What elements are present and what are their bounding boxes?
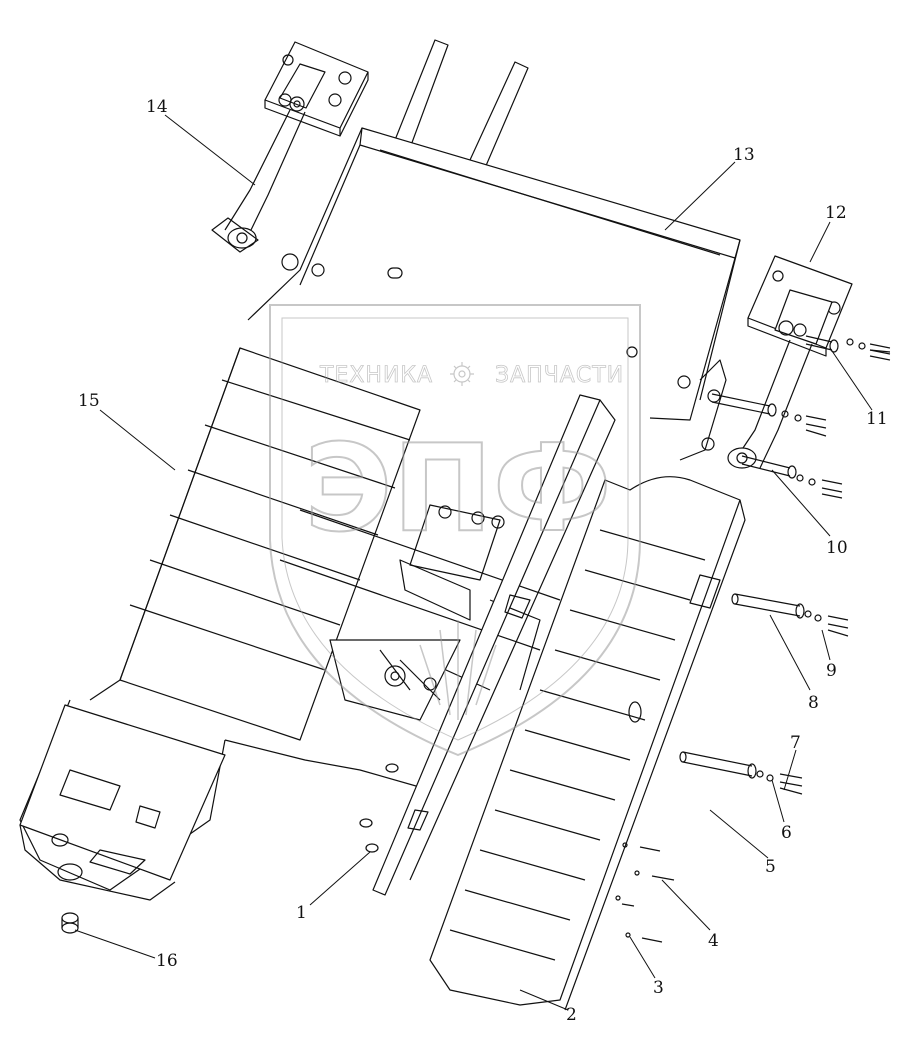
watermark-logo-text: ЭПФ [304,420,612,559]
watermark: ТЕХНИКА ЗАПЧАСТИ ЭПФ [269,304,641,757]
pin-5-part [679,751,803,795]
bushing-16-part [61,912,79,934]
gear-icon [450,362,474,386]
wheat-emblem-icon [419,620,497,720]
right-hinge-bracket-part [679,255,853,469]
callout-7: 7 [790,733,801,753]
left-crawler-track-part [19,347,421,891]
callout-14: 14 [146,97,168,117]
right-side-beam-part [372,394,616,896]
callout-5: 5 [765,857,776,877]
bolts-10-11-part [781,338,891,499]
leader-lines [74,114,873,1011]
front-dozer-plate-part [19,704,226,901]
watermark-text-right: ЗАПЧАСТИ [495,363,624,388]
right-crawler-track-part [429,476,746,1011]
callout-12: 12 [825,203,847,223]
bolts-3-4-part [615,842,675,943]
callout-8: 8 [808,693,819,713]
callout-13: 13 [733,145,755,165]
callout-3: 3 [653,978,664,998]
nuts-1-part [359,763,399,853]
rear-blade-part [247,39,741,421]
callout-2: 2 [566,1005,577,1025]
watermark-text-left: ТЕХНИКА [319,363,433,388]
shield-emblem-icon [269,304,641,757]
callout-labels: 1 2 3 4 5 6 7 8 9 10 11 12 13 14 15 16 [78,97,888,1025]
callout-15: 15 [78,391,100,411]
callout-9: 9 [826,661,837,681]
callout-4: 4 [708,931,719,951]
callout-1: 1 [296,903,307,923]
callout-6: 6 [781,823,792,843]
pin-8-part [731,593,849,637]
callout-16: 16 [156,951,178,971]
pins-10-11-part [711,335,839,479]
top-hinge-bracket-part [211,41,369,253]
callout-10: 10 [826,538,848,558]
callout-11: 11 [866,409,888,429]
